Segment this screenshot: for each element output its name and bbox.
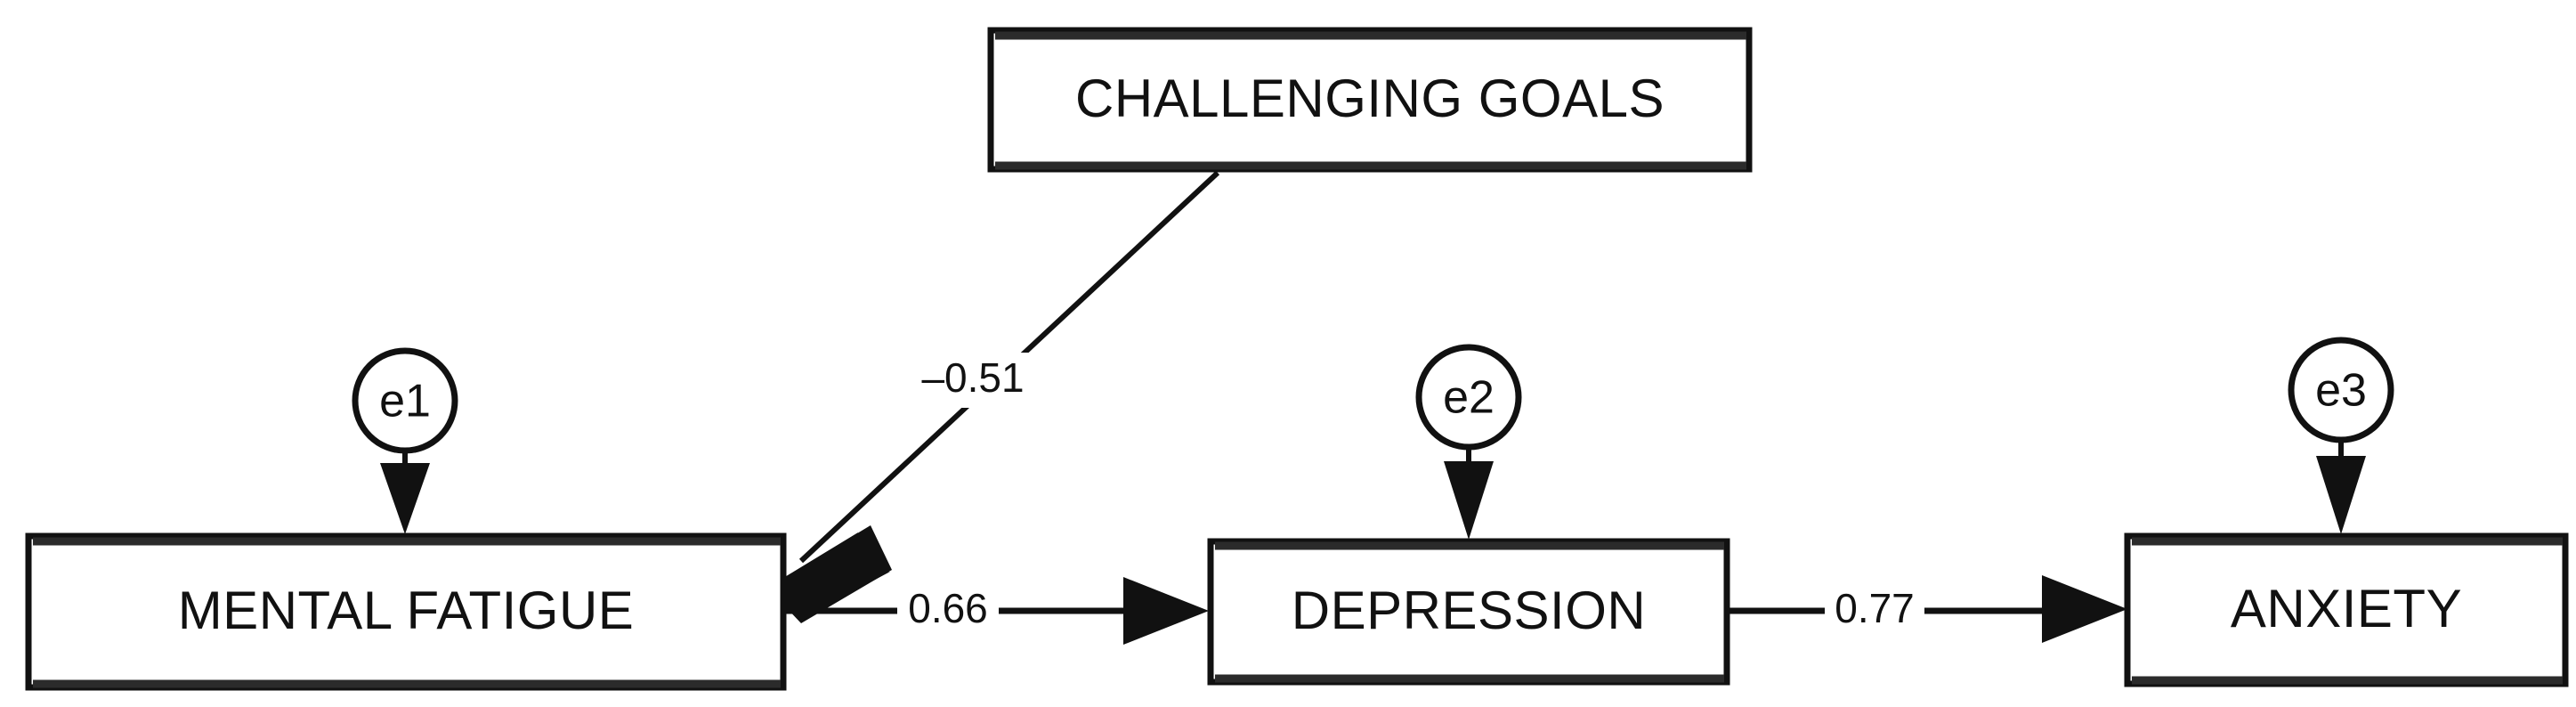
challenging-goals-box [987, 27, 1753, 173]
node-mental-fatigue[interactable]: MENTAL FATIGUE [25, 532, 787, 691]
coef-cg-mf-text: –0.51 [921, 354, 1024, 401]
node-challenging-goals[interactable]: CHALLENGING GOALS [987, 27, 1753, 173]
coef-dep-anx-backdrop [1825, 583, 1924, 638]
arrowhead-cg-mf-body [767, 525, 892, 623]
depression-label: DEPRESSION [1292, 581, 1646, 640]
arrowhead-e2 [1444, 461, 1494, 540]
e3-label: e3 [2315, 365, 2367, 417]
arrowhead-e3 [2316, 456, 2366, 534]
arrowhead-dep-anx [2042, 575, 2127, 643]
coefficient-label-cg-mf: –0.51 [902, 353, 1044, 408]
challenging-goals-label: CHALLENGING GOALS [1075, 69, 1665, 128]
arrowhead-e1 [380, 463, 430, 534]
error-term-e3-group: e3 [2288, 337, 2394, 534]
path-mental-fatigue-to-depression [785, 577, 1209, 645]
coefficient-label-mf-dep: 0.66 [897, 583, 999, 638]
e3-circle [2288, 337, 2394, 443]
coef-cg-mf-backdrop [902, 353, 1044, 408]
e1-circle [352, 347, 458, 454]
node-anxiety[interactable]: ANXIETY [2124, 532, 2569, 687]
anxiety-box [2124, 532, 2569, 687]
anxiety-label: ANXIETY [2231, 579, 2462, 638]
coef-mf-dep-backdrop [897, 583, 999, 638]
node-depression[interactable]: DEPRESSION [1207, 538, 1730, 686]
coef-dep-anx-text: 0.77 [1835, 585, 1915, 631]
coefficient-label-dep-anx: 0.77 [1825, 583, 1924, 638]
error-term-e1-group: e1 [352, 347, 458, 534]
mental-fatigue-label: MENTAL FATIGUE [178, 581, 635, 640]
arrowhead-mf-dep [1123, 577, 1209, 645]
e2-circle [1415, 344, 1522, 451]
e2-label: e2 [1443, 372, 1495, 424]
error-term-e2-group: e2 [1415, 344, 1522, 540]
e1-label: e1 [379, 376, 431, 427]
path-depression-to-anxiety [1727, 575, 2127, 643]
coef-mf-dep-text: 0.66 [908, 585, 988, 631]
